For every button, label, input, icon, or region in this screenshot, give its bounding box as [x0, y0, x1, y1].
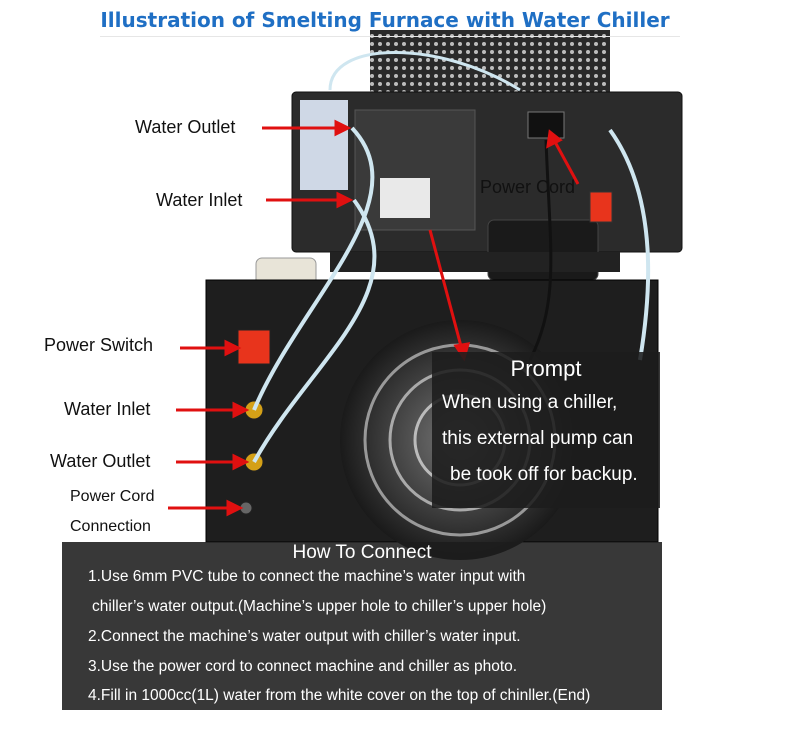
pump-label [380, 178, 430, 218]
prompt-line: When using a chiller, [442, 392, 618, 413]
label-water-outlet-bottom: Water Outlet [50, 451, 151, 471]
label-power-cord-connection-1: Power Cord [70, 488, 155, 505]
top-power-switch [589, 191, 613, 223]
callout-arrows [168, 119, 580, 517]
connect-step: 3.Use the power cord to connect machine … [88, 658, 518, 675]
label-power-cord-connection-2: Connection [70, 518, 151, 535]
connect-step: 2.Connect the machine’s water output wit… [88, 628, 521, 645]
machine-body [291, 91, 683, 253]
connect-step: chiller’s water output.(Machine’s upper … [92, 598, 547, 615]
title-divider [100, 36, 680, 37]
connect-step: 1.Use 6mm PVC tube to connect the machin… [88, 568, 526, 585]
label-power-switch: Power Switch [44, 335, 154, 355]
prompt-title: Prompt [510, 356, 582, 381]
connect-step: 4.Fill in 1000cc(1L) water from the whit… [88, 687, 591, 704]
label-water-inlet-bottom: Water Inlet [64, 399, 151, 419]
prompt-line: be took off for backup. [450, 464, 638, 485]
page-title: Illustration of Smelting Furnace with Wa… [100, 8, 670, 32]
furnace-mesh [370, 30, 610, 100]
how-to-connect-box: How To Connect 1.Use 6mm PVC tube to con… [62, 542, 662, 710]
top-power-cord-port [527, 111, 565, 139]
prompt-box: Prompt When using a chiller, this extern… [432, 352, 660, 508]
label-power-cord: Power Cord [480, 177, 576, 197]
how-to-connect-title: How To Connect [292, 542, 432, 563]
prompt-line: this external pump can [442, 428, 634, 449]
chiller-power-switch [237, 329, 271, 365]
label-water-outlet-top: Water Outlet [135, 117, 236, 137]
label-water-inlet-top: Water Inlet [156, 190, 243, 210]
